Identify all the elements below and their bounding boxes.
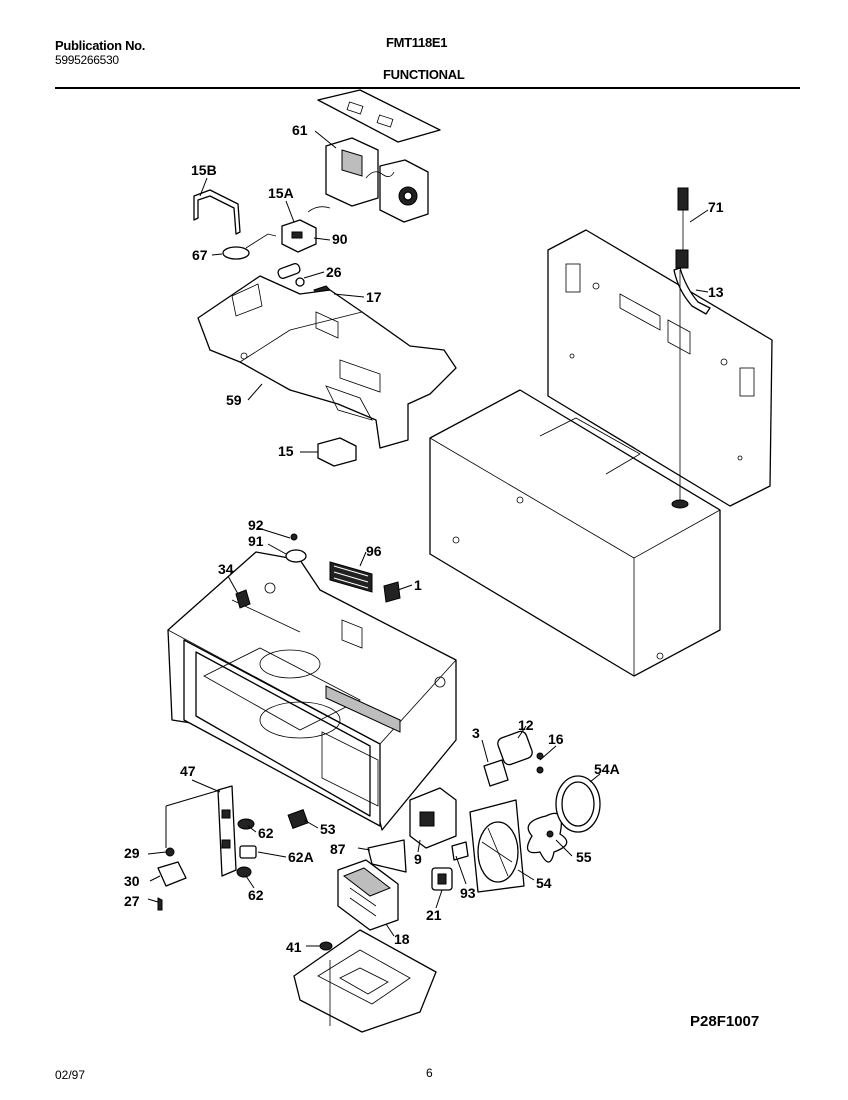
callout-47: 47 xyxy=(180,763,196,779)
callout-1: 1 xyxy=(414,577,422,593)
duct-15 xyxy=(317,437,357,467)
latch-53 xyxy=(287,809,309,829)
callout-54: 54 xyxy=(536,875,552,891)
callout-18: 18 xyxy=(394,931,410,947)
footer-date: 02/97 xyxy=(55,1068,86,1082)
callout-93: 93 xyxy=(460,885,476,901)
callout-87: 87 xyxy=(330,841,346,857)
callout-30: 30 xyxy=(124,873,140,889)
callout-26: 26 xyxy=(326,264,342,280)
callout-16: 16 xyxy=(548,731,564,747)
base-plate xyxy=(293,929,437,1033)
callout-17: 17 xyxy=(366,289,382,305)
magnetron-9 xyxy=(409,787,457,849)
publication-label: Publication No. xyxy=(55,38,146,53)
switch-1 xyxy=(383,581,401,603)
callout-62-lower: 62 xyxy=(248,887,264,903)
callout-90: 90 xyxy=(332,231,348,247)
wire-bracket-15b xyxy=(193,189,241,235)
fan-blade-55 xyxy=(526,812,568,863)
publication-number: 5995266530 xyxy=(55,53,119,67)
callout-62: 62 xyxy=(258,825,274,841)
fastener-41 xyxy=(319,941,333,951)
screw-92-cap-91 xyxy=(285,533,307,563)
callout-96: 96 xyxy=(366,543,382,559)
callout-3: 3 xyxy=(472,725,480,741)
section-title: FUNCTIONAL xyxy=(383,67,465,82)
top-plate xyxy=(317,89,441,143)
callout-91: 91 xyxy=(248,533,264,549)
callout-62a: 62A xyxy=(288,849,314,865)
switch-15a-90 xyxy=(281,206,331,253)
callout-12: 12 xyxy=(518,717,534,733)
callout-34: 34 xyxy=(218,561,234,577)
callout-13: 13 xyxy=(708,284,724,300)
diagram-code: P28F1007 xyxy=(690,1013,760,1030)
air-guide-59 xyxy=(197,275,457,449)
callout-92: 92 xyxy=(248,517,264,533)
thermostat-3-12-16 xyxy=(483,730,544,787)
leader-lines xyxy=(147,130,709,947)
cavity-frame xyxy=(167,551,457,831)
thermal-cutout-67 xyxy=(222,233,277,260)
model-number: FMT118E1 xyxy=(386,35,448,50)
callout-15b: 15B xyxy=(191,162,217,178)
callout-15: 15 xyxy=(278,443,294,459)
callout-9: 9 xyxy=(414,851,422,867)
duct-87 xyxy=(367,839,407,873)
transformer-18 xyxy=(337,859,399,931)
fan-ring-54a xyxy=(555,775,601,833)
callout-59: 59 xyxy=(226,392,242,408)
callout-41: 41 xyxy=(286,939,302,955)
callout-61: 61 xyxy=(292,122,308,138)
bracket-34 xyxy=(235,589,251,609)
back-panel xyxy=(547,229,773,507)
door-switch-bracket-47 xyxy=(217,785,237,877)
callout-55: 55 xyxy=(576,849,592,865)
callout-labels: 61 15B 15A 90 67 26 17 59 15 71 13 92 91… xyxy=(124,122,724,955)
fan-motor-61 xyxy=(325,137,429,223)
callout-27: 27 xyxy=(124,893,140,909)
vent-grille-96 xyxy=(329,561,373,593)
callout-67: 67 xyxy=(192,247,208,263)
interlock-29-30-27 xyxy=(157,847,187,911)
fan-bracket-54 xyxy=(469,799,525,893)
callout-21: 21 xyxy=(426,907,442,923)
callout-71: 71 xyxy=(708,199,724,215)
callout-29: 29 xyxy=(124,845,140,861)
outer-case xyxy=(429,389,721,677)
power-cord-71-13 xyxy=(673,187,711,500)
fan-motor-21-93 xyxy=(431,841,469,891)
callout-54a: 54A xyxy=(594,761,620,777)
callout-15a: 15A xyxy=(268,185,294,201)
switches-62 xyxy=(236,818,257,878)
callout-53: 53 xyxy=(320,821,336,837)
page-number: 6 xyxy=(426,1066,433,1080)
